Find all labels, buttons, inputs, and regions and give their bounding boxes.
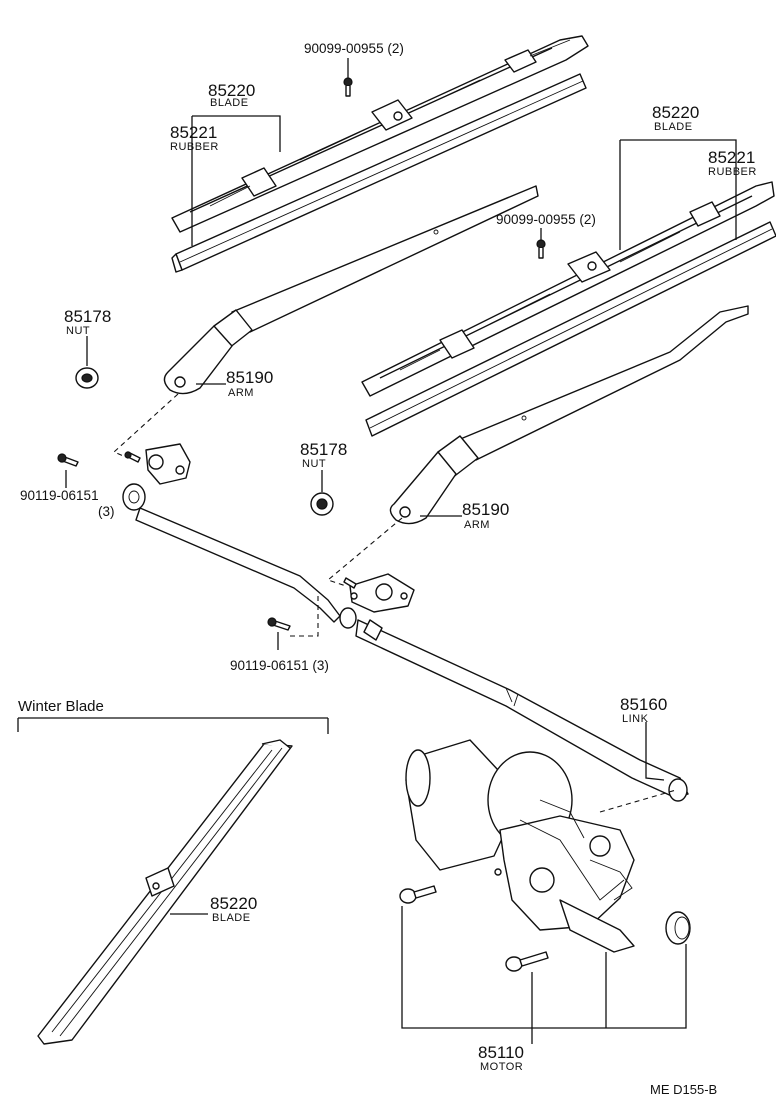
- motor: [405, 739, 635, 953]
- link-number: 85160: [620, 695, 667, 714]
- rubber-top-left: [171, 73, 587, 273]
- blade-top-number: 85220: [208, 81, 255, 100]
- motor-number: 85110: [478, 1043, 524, 1062]
- blade-top-name: BLADE: [210, 97, 249, 109]
- dashed-lines: [112, 393, 677, 813]
- link-name: LINK: [622, 713, 649, 725]
- grommet-icon: [665, 911, 691, 945]
- arm-center-number: 85190: [462, 500, 509, 519]
- screw-right-label: 90099-00955 (2): [496, 212, 596, 227]
- arm-center: [389, 305, 749, 525]
- bolt-left-number: 90119-06151: [20, 488, 99, 503]
- bolt-icon: [267, 577, 357, 631]
- arm-left: [163, 185, 539, 395]
- motor-name: MOTOR: [480, 1061, 523, 1073]
- nut-center-number: 85178: [300, 440, 347, 459]
- rubber-top-number: 85221: [170, 123, 217, 142]
- blade-right-number: 85220: [652, 103, 699, 122]
- winter-blade-heading: Winter Blade: [18, 698, 104, 715]
- rubber-right-number: 85221: [708, 148, 755, 167]
- winter-blade-number: 85220: [210, 894, 257, 913]
- screw-icon: [399, 885, 437, 904]
- screw-icon: [505, 951, 549, 972]
- link-assembly: [122, 443, 689, 802]
- bolt-icon: [57, 451, 141, 467]
- winter-blade: [37, 739, 293, 1045]
- nut-icon: [75, 367, 99, 389]
- rubber-top-name: RUBBER: [170, 141, 219, 153]
- leader-lines: [17, 58, 737, 1044]
- blade-right-name: BLADE: [654, 121, 693, 133]
- drawing-code: ME D155-B: [650, 1082, 717, 1097]
- nut-left-number: 85178: [64, 307, 111, 326]
- blade-top-left: [171, 35, 589, 233]
- screw-icon: [343, 77, 353, 97]
- winter-blade-name: BLADE: [212, 912, 251, 924]
- bolt-center-label: 90119-06151 (3): [230, 658, 329, 673]
- nut-icon: [310, 492, 334, 516]
- nut-left-name: NUT: [66, 325, 90, 337]
- nut-center-name: NUT: [302, 458, 326, 470]
- blade-right: [361, 181, 775, 397]
- arm-left-number: 85190: [226, 368, 273, 387]
- arm-left-name: ARM: [228, 387, 254, 399]
- screw-icon: [536, 239, 546, 259]
- bolt-left-qty: (3): [98, 504, 115, 519]
- rubber-right: [365, 221, 776, 437]
- rubber-right-name: RUBBER: [708, 166, 757, 178]
- screw-top-label: 90099-00955 (2): [304, 41, 404, 56]
- arm-center-name: ARM: [464, 519, 490, 531]
